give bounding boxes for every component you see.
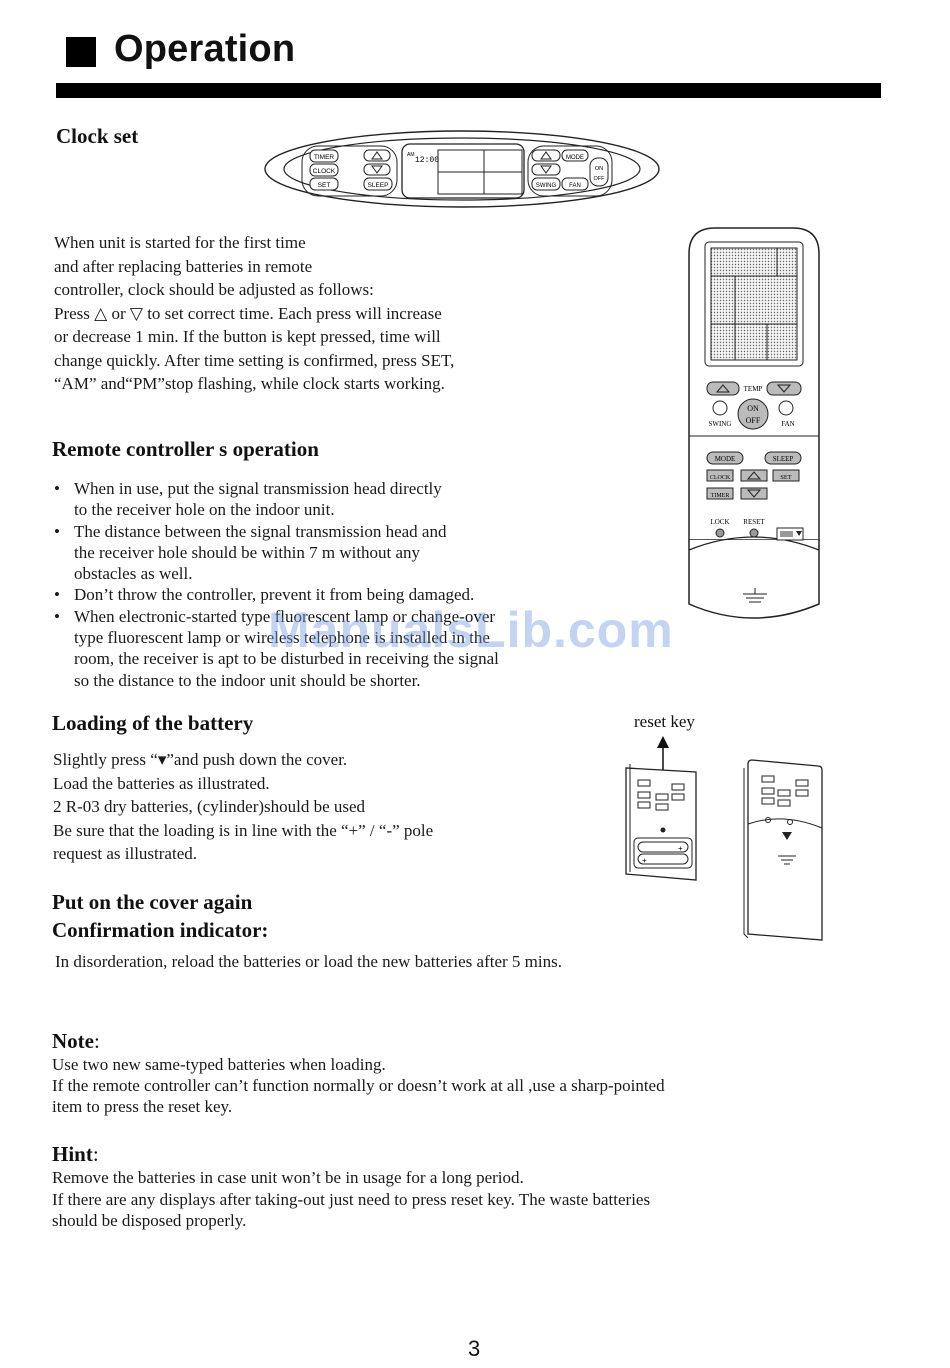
note-body: Use two new same-typed batteries when lo… xyxy=(52,1054,665,1117)
hint-body: Remove the batteries in case unit won’t … xyxy=(52,1167,650,1232)
remote-ops-heading: Remote controller s operation xyxy=(52,437,319,461)
note-line: If the remote controller can’t function … xyxy=(52,1076,665,1095)
list-item: Don’t throw the controller, prevent it f… xyxy=(52,584,632,606)
note-line: item to press the reset key. xyxy=(52,1097,233,1116)
panel-set-label: SET xyxy=(318,182,331,189)
panel-swing-label: SWING xyxy=(536,183,557,189)
reset-key-label: reset key xyxy=(634,712,695,731)
clock-set-line: or decrease 1 min. If the button is kept… xyxy=(54,327,441,346)
panel-clock-label: CLOCK xyxy=(313,168,336,175)
remote-temp-label: TEMP xyxy=(744,385,763,393)
list-item-line: so the distance to the indoor unit shoul… xyxy=(74,670,421,690)
remote-clock-label: CLOCK xyxy=(710,475,731,481)
battery-line: Slightly press “▾”and push down the cove… xyxy=(53,750,348,769)
battery-line: Be sure that the loading is in line with… xyxy=(53,820,434,840)
cover-heading: Put on the cover again xyxy=(52,890,253,914)
list-item-line: The distance between the signal transmis… xyxy=(74,521,447,541)
battery-line: Load the batteries as illustrated. xyxy=(53,773,270,793)
remote-lock-label: LOCK xyxy=(710,518,729,526)
list-item-line: to the receiver hole on the indoor unit. xyxy=(74,500,335,520)
list-item-line: Don’t throw the controller, prevent it f… xyxy=(74,585,475,605)
clock-set-line: “AM” and“PM”stop flashing, while clock s… xyxy=(54,374,445,393)
hint-line: should be disposed properly. xyxy=(52,1211,247,1230)
hint-heading: Hint: xyxy=(52,1142,99,1167)
panel-sleep-label: SLEEP xyxy=(368,182,389,189)
remote-reset-label: RESET xyxy=(743,518,765,526)
remote-set-label: SET xyxy=(780,474,792,481)
hint-heading-colon: : xyxy=(92,1142,99,1166)
remote-swing-label: SWING xyxy=(709,420,732,428)
panel-time-readout: 12:00 xyxy=(415,156,439,165)
remote-ops-list: When in use, put the signal transmission… xyxy=(52,478,632,691)
clock-set-line: change quickly. After time setting is co… xyxy=(54,350,455,370)
panel-on-label: ON xyxy=(595,166,603,172)
note-heading-colon: : xyxy=(93,1029,100,1053)
clock-set-heading: Clock set xyxy=(56,124,139,148)
svg-text:+: + xyxy=(678,844,683,853)
svg-text:+: + xyxy=(642,856,647,865)
remote-sleep-label: SLEEP xyxy=(773,455,794,463)
panel-mode-label: MODE xyxy=(566,155,584,161)
note-heading-label: Note xyxy=(52,1029,94,1053)
remote-fan-label: FAN xyxy=(781,420,794,428)
list-item: When electronic-started type fluorescent… xyxy=(52,606,632,691)
list-item-line: type fluorescent lamp or wireless teleph… xyxy=(74,628,490,648)
hint-line: Remove the batteries in case unit won’t … xyxy=(52,1168,524,1187)
page-number: 3 xyxy=(468,1336,481,1361)
list-item: The distance between the signal transmis… xyxy=(52,521,632,585)
watermark: ManualsLib.com xyxy=(268,602,674,658)
list-item: When in use, put the signal transmission… xyxy=(52,478,632,521)
note-line: Use two new same-typed batteries when lo… xyxy=(52,1055,386,1074)
list-item-line: room, the receiver is apt to be disturbe… xyxy=(74,649,499,669)
list-item-line: the receiver hole should be within 7 m w… xyxy=(74,542,421,562)
panel-timer-label: TIMER xyxy=(314,154,335,161)
clock-set-line: When unit is started for the first time xyxy=(54,233,306,252)
battery-line: request as illustrated. xyxy=(53,844,197,863)
remote-off-label: OFF xyxy=(746,416,761,425)
note-heading: Note: xyxy=(52,1029,100,1054)
list-item-line: When in use, put the signal transmission… xyxy=(74,479,442,498)
remote-on-label: ON xyxy=(747,404,759,413)
hint-line: If there are any displays after taking-o… xyxy=(52,1189,651,1209)
list-item-line: obstacles as well. xyxy=(74,564,193,584)
header-square-bullet xyxy=(66,37,96,67)
battery-loading-illustration: + + xyxy=(625,736,823,941)
hint-heading-label: Hint xyxy=(52,1142,93,1166)
control-panel-illustration: TIMER CLOCK SET SLEEP AM 12:00 SWING MOD… xyxy=(264,130,660,208)
battery-heading: Loading of the battery xyxy=(52,711,254,735)
battery-body: Slightly press “▾”and push down the cove… xyxy=(53,748,433,866)
page-title: Operation xyxy=(114,28,296,70)
confirmation-text: In disorderation, reload the batteries o… xyxy=(55,952,562,971)
remote-timer-label: TIMER xyxy=(711,493,730,499)
confirmation-heading: Confirmation indicator: xyxy=(52,918,269,942)
list-item-line: When electronic-started type fluorescent… xyxy=(74,606,496,626)
remote-controller-illustration: TEMP ON OFF SWING FAN MODE SLEEP CLOCK S… xyxy=(688,227,820,619)
panel-fan-label: FAN xyxy=(569,183,581,189)
clock-set-line: Press △ or ▽ to set correct time. Each p… xyxy=(54,303,442,323)
clock-set-body: When unit is started for the first time … xyxy=(54,231,454,396)
clock-set-line: and after replacing batteries in remote xyxy=(54,256,313,276)
remote-mode-label: MODE xyxy=(715,455,736,463)
battery-line: 2 R-03 dry batteries, (cylinder)should b… xyxy=(53,797,366,816)
clock-set-line: controller, clock should be adjusted as … xyxy=(54,280,374,299)
panel-am-label: AM xyxy=(407,152,415,158)
panel-off-label: OFF xyxy=(594,176,606,182)
header-rule xyxy=(56,83,881,98)
